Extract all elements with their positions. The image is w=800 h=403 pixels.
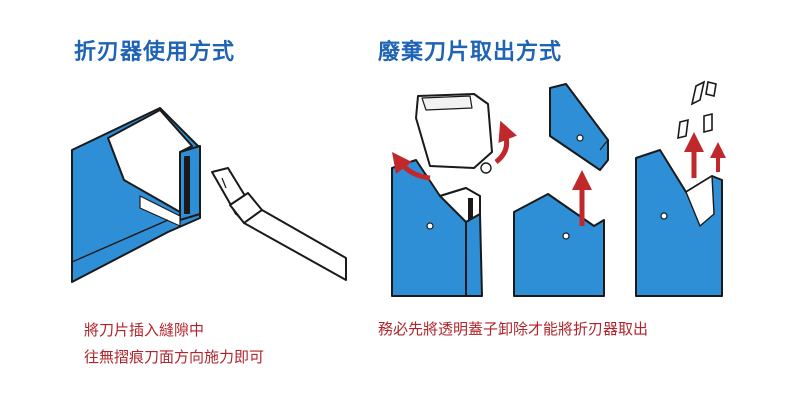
section-title-disposal: 廢棄刀片取出方式 [378, 40, 563, 65]
disposal-caption-line: 務必先將透明蓋子卸除才能將折刃器取出 [378, 320, 649, 338]
lift-lid-arrow-icon [494, 120, 517, 164]
blade-snapper-icon [71, 107, 201, 283]
blade-fragments-icon [677, 80, 717, 140]
usage-caption-line-1: 將刀片插入縫隙中 [84, 321, 205, 339]
remove-lid-arrow-icon [391, 152, 431, 181]
snapper-open-icon [513, 193, 605, 297]
blade-holder-icon [549, 83, 609, 171]
snapper-empty-icon [635, 149, 723, 297]
usage-caption: 將刀片插入縫隙中 往無摺痕刀面方向施力即可 [84, 317, 264, 371]
section-title-usage: 折刃器使用方式 [74, 40, 236, 65]
cutter-knife-icon [211, 167, 347, 281]
usage-caption-line-2: 往無摺痕刀面方向施力即可 [84, 348, 265, 366]
disposal-caption: 務必先將透明蓋子卸除才能將折刃器取出 [378, 316, 648, 343]
transparent-lid-icon [415, 93, 493, 174]
snapper-lid-off-icon [391, 159, 483, 297]
